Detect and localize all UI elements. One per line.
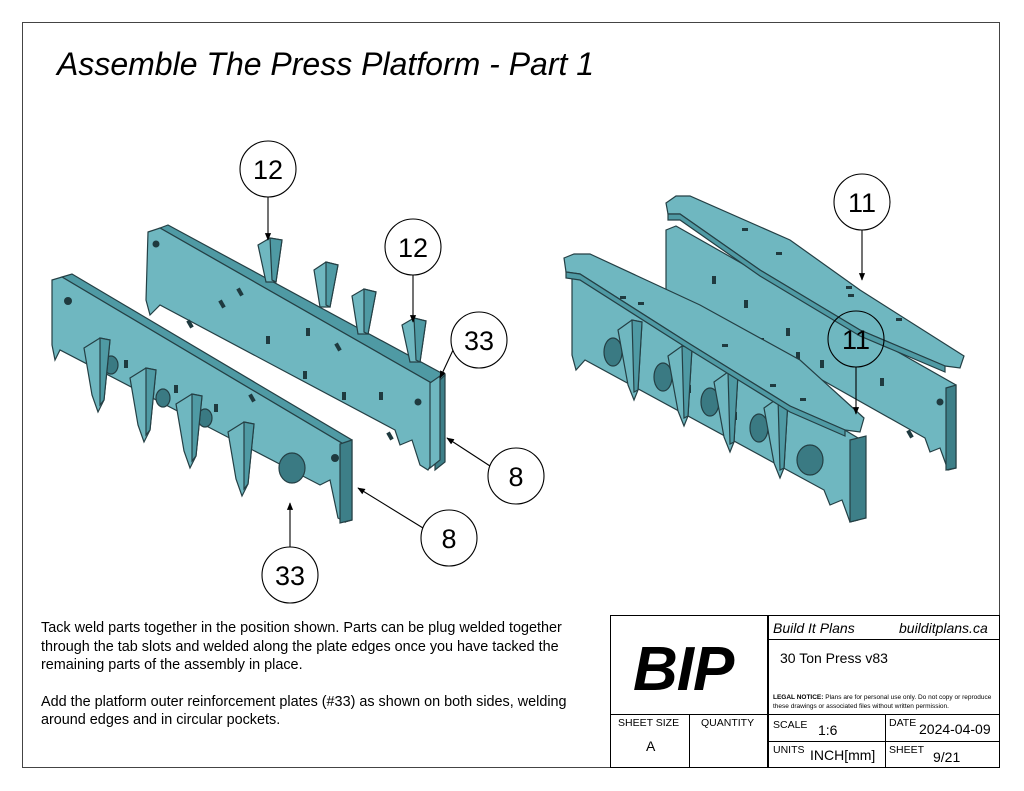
callout-left-33-bottom: 33 (261, 502, 319, 604)
left-gussets-12 (257, 237, 427, 363)
right-front-gussets (617, 319, 789, 480)
assembly-notes: Tack weld parts together in the position… (41, 619, 601, 748)
callout-label: 33 (464, 326, 494, 356)
scale-value: 1:6 (818, 722, 838, 738)
right-top-plate-11-rear (665, 195, 965, 373)
date-value: 2024-04-09 (919, 721, 991, 737)
callout-label: 33 (275, 561, 305, 591)
legal-notice: LEGAL NOTICE: Plans are for personal use… (773, 694, 995, 711)
page-title: Assemble The Press Platform - Part 1 (57, 46, 595, 82)
title-block: BIP Build It Plans builditplans.ca 30 To… (610, 615, 1000, 768)
company-name: Build It Plans (773, 620, 855, 636)
company-website: builditplans.ca (899, 620, 988, 636)
right-top-plate-11-front (563, 253, 865, 437)
legal-notice-label: LEGAL NOTICE: (773, 694, 824, 701)
callout-label: 11 (842, 325, 870, 355)
drawing-sheet-border (22, 22, 1000, 768)
callout-left-33-right: 33 (439, 311, 508, 379)
callout-left-12-mid: 12 (384, 218, 442, 323)
callout-right-11-top: 11 (833, 173, 891, 281)
right-assembly (563, 195, 965, 523)
note-paragraph-1: Tack weld parts together in the position… (41, 620, 562, 673)
project-name: 30 Ton Press v83 (780, 650, 888, 666)
units-value: INCH[mm] (810, 747, 876, 763)
scale-label: SCALE (773, 719, 808, 731)
sheet-label: SHEET (889, 744, 925, 756)
left-front-gussets (83, 337, 255, 498)
sheet-size-value: A (646, 738, 656, 754)
callout-label: 12 (398, 233, 428, 263)
callout-left-8-upper: 8 (446, 437, 545, 505)
callout-right-11-mid: 11 (827, 310, 885, 415)
legal-notice-text: Plans are for personal use only. Do not … (773, 694, 992, 710)
left-assembly (51, 224, 446, 524)
callout-left-8-lower: 8 (357, 487, 478, 567)
sheet-value: 9/21 (933, 749, 961, 765)
callout-label: 8 (508, 462, 523, 492)
bip-logo: BIP (633, 635, 734, 704)
date-label: DATE (889, 717, 917, 729)
quantity-label: QUANTITY (701, 717, 755, 729)
sheet-size-label: SHEET SIZE (618, 717, 680, 729)
note-paragraph-2: Add the platform outer reinforcement pla… (41, 693, 567, 729)
left-rear-plate (145, 224, 446, 472)
callout-label: 8 (441, 524, 456, 554)
callout-left-12-top: 12 (239, 140, 297, 241)
callout-label: 11 (848, 188, 876, 218)
callout-label: 12 (253, 155, 283, 185)
units-label: UNITS (773, 744, 805, 756)
